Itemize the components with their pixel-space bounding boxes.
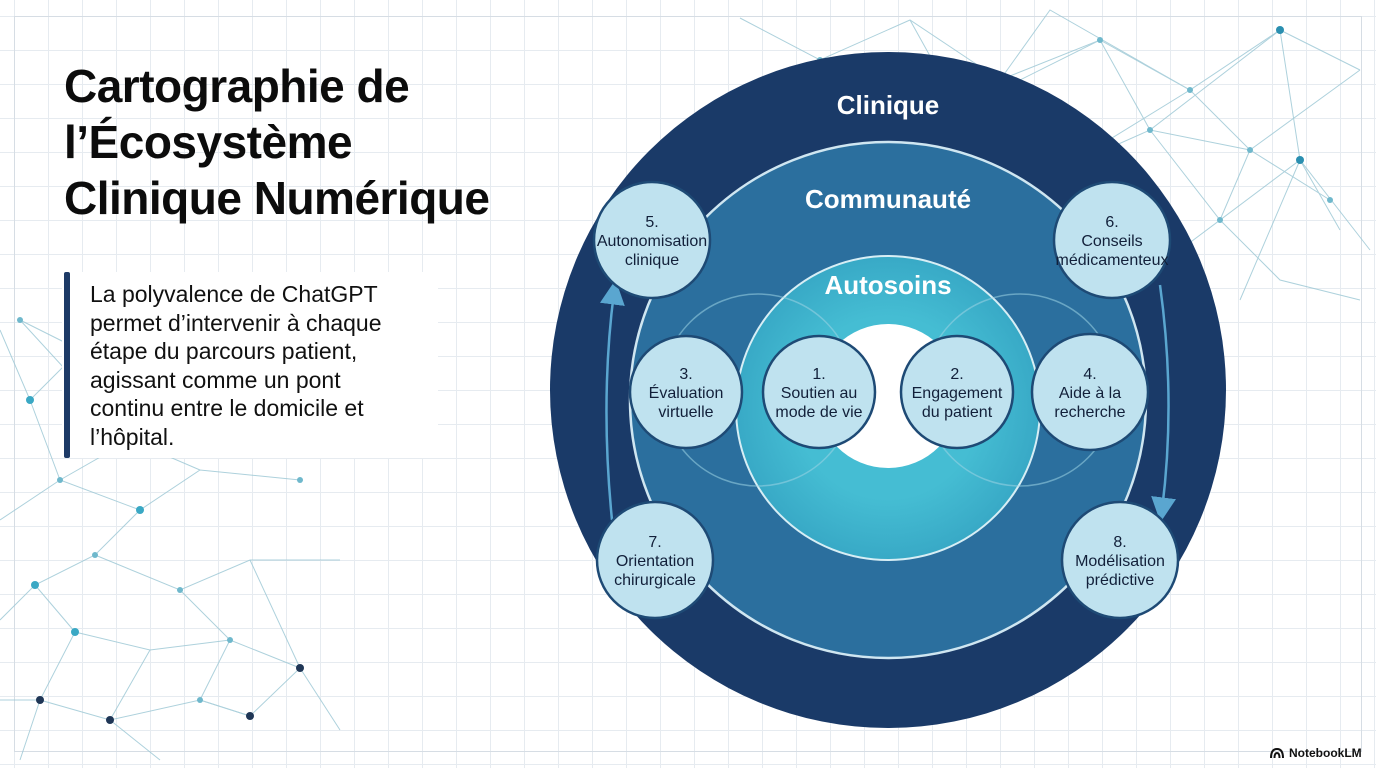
node-label-line: Aide à la — [1059, 385, 1121, 402]
node-label-line: Autonomisation — [597, 233, 707, 250]
node-7: 7. Orientation chirurgicale — [595, 500, 715, 620]
node-circle — [1052, 180, 1172, 300]
node-4: 4. Aide à la recherche — [1030, 332, 1150, 452]
brand-logo: NotebookLM — [1270, 744, 1362, 762]
node-label-line: Évaluation — [649, 383, 724, 402]
node-6: 6. Conseils médicamenteux — [1052, 180, 1172, 300]
node-label-line: clinique — [625, 252, 679, 269]
node-label-line: Engagement — [912, 385, 1003, 402]
node-label-line: Orientation — [616, 553, 694, 570]
title-line: l’Écosystème — [64, 116, 353, 168]
node-circle — [628, 334, 744, 450]
node-label-line: prédictive — [1086, 572, 1155, 589]
node-label-line: médicamenteux — [1056, 252, 1169, 269]
node-label-line: 8. — [1113, 534, 1126, 551]
title-line: Clinique Numérique — [64, 172, 490, 224]
node-label-line: 2. — [950, 366, 963, 383]
node-circle — [899, 334, 1015, 450]
ring-label-autosoins: Autosoins — [824, 270, 951, 300]
node-label-line: 4. — [1083, 366, 1096, 383]
node-circle — [595, 500, 715, 620]
node-label-line: 3. — [679, 366, 692, 383]
node-2: 2. Engagement du patient — [899, 334, 1015, 450]
description-line: l’hôpital. — [90, 423, 175, 450]
description-callout: La polyvalence de ChatGPT permet d’inter… — [62, 272, 438, 458]
node-5: 5. Autonomisation clinique — [592, 180, 712, 300]
node-label-line: 6. — [1105, 214, 1118, 231]
node-8: 8. Modélisation prédictive — [1060, 500, 1180, 620]
node-label-line: du patient — [922, 404, 993, 421]
slide-frame — [14, 16, 1362, 752]
node-label-line: virtuelle — [658, 404, 713, 421]
ring-label-clinique: Clinique — [837, 90, 940, 120]
brand-name: NotebookLM — [1289, 746, 1362, 760]
node-label-line: Modélisation — [1075, 553, 1165, 570]
node-label-line: recherche — [1054, 404, 1125, 421]
node-circle — [1060, 500, 1180, 620]
page-title: Cartographie de l’Écosystème Clinique Nu… — [64, 58, 544, 226]
node-label-line: 5. — [645, 214, 658, 231]
description-line: permet d’intervenir à chaque — [90, 309, 382, 336]
node-circle — [761, 334, 877, 450]
node-label-line: chirurgicale — [614, 572, 696, 589]
node-label-line: 7. — [648, 534, 661, 551]
node-circle — [592, 180, 712, 300]
description-line: continu entre le domicile et — [90, 395, 364, 421]
node-circle — [1030, 332, 1150, 452]
accent-bar — [64, 272, 70, 458]
flow-arrow-right — [1151, 284, 1176, 523]
description-line: étape du parcours patient, — [90, 338, 358, 364]
node-3: 3.Évaluation virtuelle — [628, 334, 744, 450]
description-text: La polyvalence de ChatGPT permet d’inter… — [90, 280, 430, 451]
description-line: agissant comme un pont — [90, 366, 341, 393]
node-label-line: 1. — [812, 366, 825, 383]
node-label-line: mode de vie — [775, 404, 862, 421]
node-label-line: Conseils — [1081, 233, 1142, 250]
description-line: La polyvalence de ChatGPT — [90, 281, 378, 307]
notebooklm-logo-icon — [1270, 747, 1284, 759]
title-line: Cartographie de — [64, 60, 410, 112]
node-1: 1. Soutien au mode de vie — [761, 334, 877, 450]
node-label-line: Soutien au — [781, 385, 858, 402]
ring-label-communaute: Communauté — [805, 184, 971, 214]
flow-arrow-left — [599, 279, 625, 521]
